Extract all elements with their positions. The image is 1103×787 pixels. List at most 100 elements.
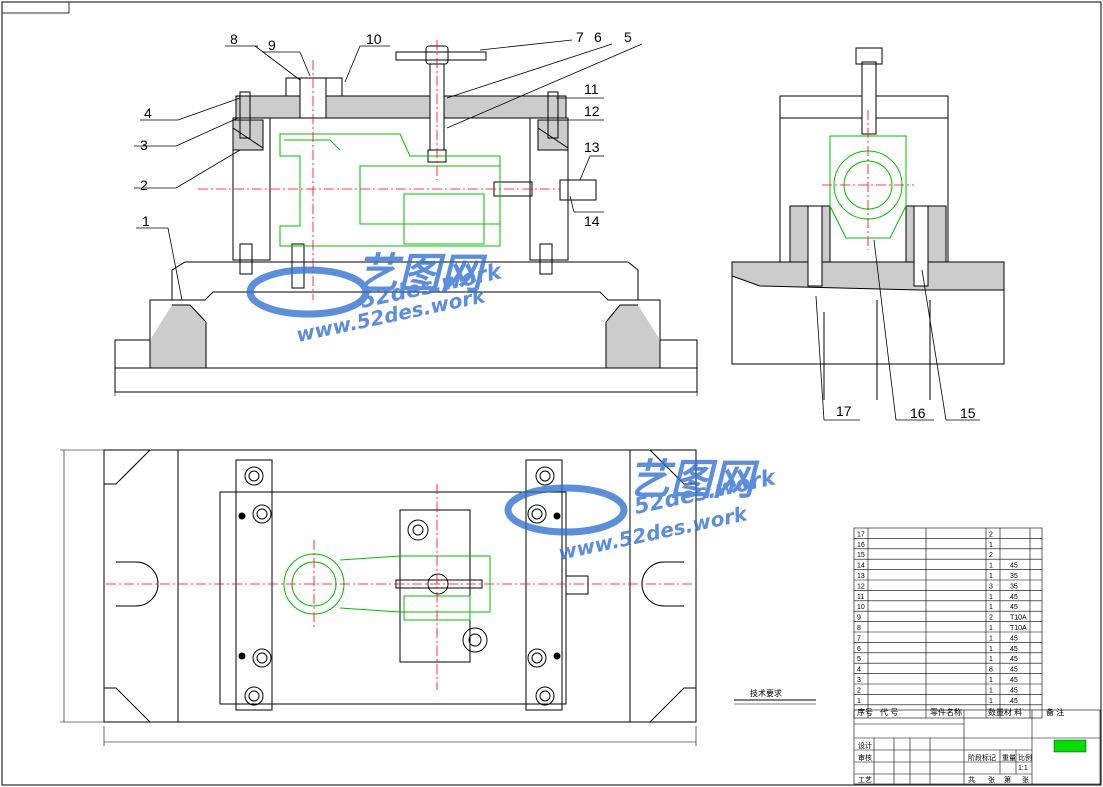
bolt-top-left [239, 91, 251, 139]
bom-cell-mat: T10A [1010, 615, 1027, 622]
bom-cell-no: 17 [857, 531, 865, 538]
balloon-label: 13 [584, 139, 600, 155]
bom-cell-no: 3 [857, 677, 861, 684]
t-handle-bar [395, 51, 487, 61]
yoke-outline [279, 133, 501, 247]
bom-cell-no: 10 [857, 604, 865, 611]
plan-side-nut [565, 575, 589, 595]
bolt-bottom-right [539, 243, 553, 275]
front-workpiece [279, 133, 501, 247]
balloon-label: 16 [910, 405, 926, 421]
front-view [114, 45, 698, 393]
plan-body [177, 449, 631, 723]
side-bolt-left [807, 205, 823, 287]
balloon-label: 10 [366, 31, 382, 47]
bom-cell-no: 14 [857, 563, 865, 570]
front-balloons: 8 9 10 7 6 5 4 3 2 1 11 12 13 14 [140, 29, 632, 229]
corner-box [1, 1, 70, 14]
bom-cell-qty: 2 [989, 615, 993, 622]
bom-cell-mat: 45 [1010, 604, 1018, 611]
bom-cell-qty: 1 [989, 646, 993, 653]
yoke-ear [284, 139, 341, 151]
plan-slot-left [116, 561, 159, 607]
plan-dimensions [60, 392, 698, 746]
side-yoke [829, 135, 907, 239]
watermark-brand: 艺图网 [356, 249, 488, 298]
bom-cell-mat: 35 [1010, 573, 1018, 580]
tb-stage: 阶段标记 [968, 753, 996, 762]
front-leaders [134, 39, 643, 301]
balloon-label: 7 [576, 29, 584, 45]
bom-header-code: 代 号 [880, 707, 898, 717]
side-balloons: 17 16 15 [836, 403, 976, 421]
bom-cell-mat: 45 [1010, 656, 1018, 663]
bom-cell-qty: 2 [989, 552, 993, 559]
plan-cover [219, 491, 567, 705]
bom-cell-qty: 2 [989, 531, 993, 538]
bom-cell-no: 9 [857, 615, 861, 622]
bom-cell-no: 7 [857, 635, 861, 642]
side-view [731, 47, 1005, 400]
yoke-boss [403, 193, 485, 245]
bom-cell-no: 5 [857, 656, 861, 663]
bom-cell-mat: 45 [1010, 677, 1018, 684]
side-base-section [731, 261, 1005, 291]
bom-cell-no: 12 [857, 583, 865, 590]
yoke-body [359, 165, 501, 225]
bom-table [853, 527, 1043, 719]
bom-cell-mat: 45 [1010, 646, 1018, 653]
balloon-label: 12 [584, 103, 600, 119]
bom-cell-no: 13 [857, 573, 865, 580]
base-recess [172, 291, 638, 301]
tb-total: 共 [968, 775, 975, 784]
side-clamp-screw [861, 61, 877, 135]
plan-corner-cuts-bottom [103, 687, 697, 723]
title-block [853, 709, 1101, 785]
balloon-label: 2 [140, 177, 148, 193]
tb-review: 审核 [858, 753, 872, 762]
bom-header-qty: 数量 [988, 707, 1004, 717]
watermark-globe-icon [504, 484, 628, 536]
side-nut [559, 179, 597, 201]
bom-cell-no: 6 [857, 646, 861, 653]
bom-cell-no: 16 [857, 542, 865, 549]
bom-cell-mat: 45 [1010, 563, 1018, 570]
bom-cell-qty: 1 [989, 687, 993, 694]
bom-header-remark: 备 注 [1046, 707, 1064, 717]
bom-cell-mat: 35 [1010, 583, 1018, 590]
bom-cell-qty: 1 [989, 573, 993, 580]
tb-process: 工艺 [858, 776, 872, 784]
bom-cell-no: 2 [857, 687, 861, 694]
bom-cell-qty: 1 [989, 625, 993, 632]
bom-cell-no: 1 [857, 698, 861, 705]
base-plate [114, 261, 698, 393]
tb-sheet: 张 [988, 775, 995, 784]
plan-right-rail [525, 459, 563, 711]
bom-cell-mat: 45 [1010, 594, 1018, 601]
tb-scale-label: 比例 [1018, 753, 1032, 762]
plan-corner-cuts [103, 449, 697, 485]
bolt-bottom-left [239, 243, 253, 275]
front-centerlines [198, 40, 560, 300]
balloon-label: 11 [584, 81, 599, 97]
bom-cell-mat: 45 [1010, 635, 1018, 642]
bom-cell-mat: 45 [1010, 698, 1018, 705]
bom-cell-qty: 1 [989, 677, 993, 684]
title-green-mark [1053, 739, 1087, 753]
bom-cell-no: 8 [857, 625, 861, 632]
tb-sheet2: 张 [1022, 775, 1029, 784]
bom-cell-qty: 1 [989, 635, 993, 642]
bom-cell-mat: T10A [1010, 625, 1027, 632]
balloon-label: 1 [142, 213, 150, 229]
bom-cell-mat: 45 [1010, 667, 1018, 674]
dowel-left [291, 243, 305, 289]
watermark-globe-icon [246, 266, 370, 318]
bom-cell-qty: 8 [989, 667, 993, 674]
plan-left-rail [235, 459, 273, 711]
balloon-label: 17 [836, 403, 852, 419]
balloon-label: 9 [268, 37, 276, 53]
bom-cell-mat: 45 [1010, 687, 1018, 694]
